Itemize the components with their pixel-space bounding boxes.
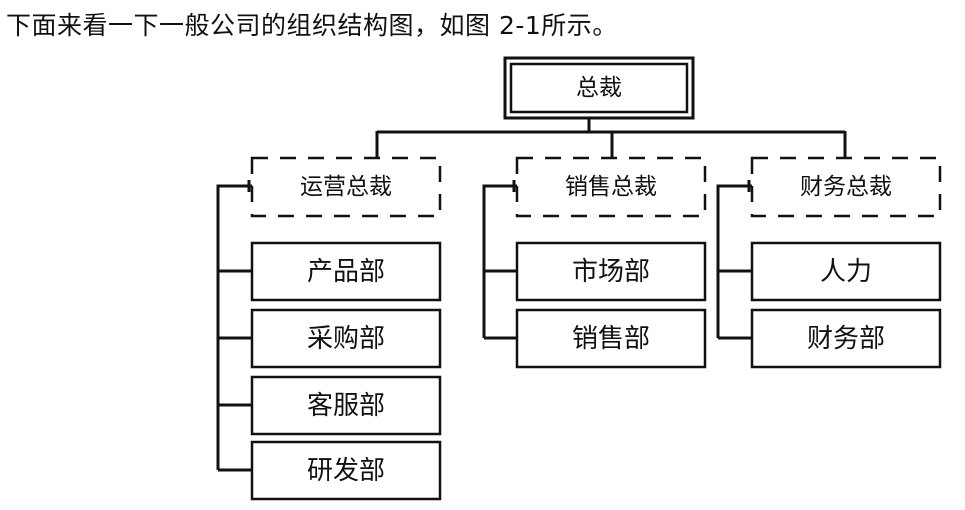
department-box xyxy=(250,440,442,501)
department-box xyxy=(750,308,942,369)
department-label: 研发部 xyxy=(307,456,385,486)
root-label: 总裁 xyxy=(576,75,622,101)
department-label: 客服部 xyxy=(307,391,385,421)
department-box xyxy=(250,308,442,369)
department-box xyxy=(250,241,442,302)
department-box xyxy=(515,241,707,302)
branch-head-box xyxy=(515,156,707,218)
branch-head-box xyxy=(250,156,442,218)
department-box xyxy=(250,375,442,436)
branch-head-label: 财务总裁 xyxy=(800,174,892,200)
department-label: 采购部 xyxy=(307,324,385,354)
department-label: 产品部 xyxy=(307,257,385,287)
department-label: 市场部 xyxy=(572,257,650,287)
department-label: 销售部 xyxy=(572,324,650,354)
department-box xyxy=(750,241,942,302)
department-label: 财务部 xyxy=(807,324,885,354)
branch-head-label: 销售总裁 xyxy=(565,174,657,200)
branch-head-box xyxy=(750,156,942,218)
department-label: 人力 xyxy=(820,257,872,287)
department-box xyxy=(515,308,707,369)
root-box-inner xyxy=(509,62,689,114)
intro-paragraph: 下面来看一下一般公司的组织结构图，如图 2-1所示。 xyxy=(6,11,618,40)
root-box-outer xyxy=(503,56,695,120)
branch-head-label: 运营总裁 xyxy=(300,174,392,200)
